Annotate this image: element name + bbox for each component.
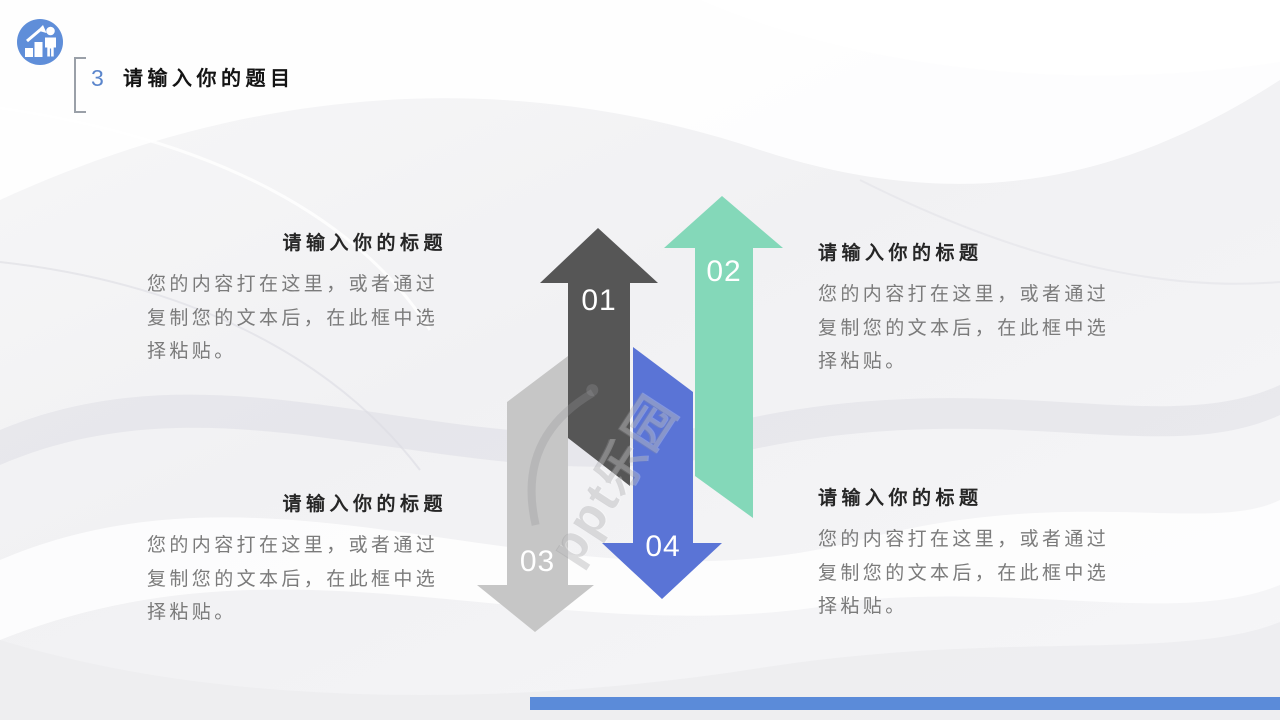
block-title: 请输入你的标题 [818,243,983,264]
block-title: 请输入你的标题 [818,488,983,509]
text-block-bottom-right: 请输入你的标题 您的内容打在这里，或者通过 复制您的文本后，在此框中选 择粘贴。 [818,486,1118,624]
block-body-line: 您的内容打在这里，或者通过 [818,529,1110,550]
block-body-line: 择粘贴。 [818,596,908,617]
arrow-02-up [664,196,783,518]
block-body-line: 您的内容打在这里，或者通过 [818,284,1110,305]
block-body-line: 择粘贴。 [818,351,908,372]
block-body-line: 您的内容打在这里，或者通过 [147,274,439,295]
block-title: 请输入你的标题 [282,233,447,254]
arrow-label-04: 04 [645,530,681,563]
arrow-label-02: 02 [706,255,742,288]
page-title: 请输入你的题目 [123,68,295,90]
arrow-label-01: 01 [581,284,617,317]
arrow-01-up [540,228,658,486]
block-body-line: 复制您的文本后，在此框中选 [818,317,1110,339]
section-number: 3 [91,65,104,91]
watermark: ppt乐园 [527,268,756,574]
arrow-label-03: 03 [519,545,556,578]
block-title: 请输入你的标题 [282,494,447,515]
footer-accent-bar [530,697,1280,710]
arrow-03-down [477,356,594,632]
bracket-decoration [74,57,86,113]
logo-badge [17,19,63,65]
block-body-line: 复制您的文本后，在此框中选 [147,568,439,590]
arrow-04-down [602,347,722,599]
text-block-top-right: 请输入你的标题 您的内容打在这里，或者通过 复制您的文本后，在此框中选 择粘贴。 [818,241,1118,379]
block-body-line: 择粘贴。 [147,341,237,362]
block-body-line: 复制您的文本后，在此框中选 [818,562,1110,584]
text-block-top-left: 请输入你的标题 您的内容打在这里，或者通过 复制您的文本后，在此框中选 择粘贴。 [147,231,447,369]
watermark-swoosh-icon [527,384,599,526]
growth-chart-person-icon [25,25,56,57]
block-body-line: 择粘贴。 [147,602,237,623]
text-block-bottom-left: 请输入你的标题 您的内容打在这里，或者通过 复制您的文本后，在此框中选 择粘贴。 [147,492,447,630]
block-body-line: 复制您的文本后，在此框中选 [147,307,439,329]
block-body-line: 您的内容打在这里，或者通过 [147,535,439,556]
